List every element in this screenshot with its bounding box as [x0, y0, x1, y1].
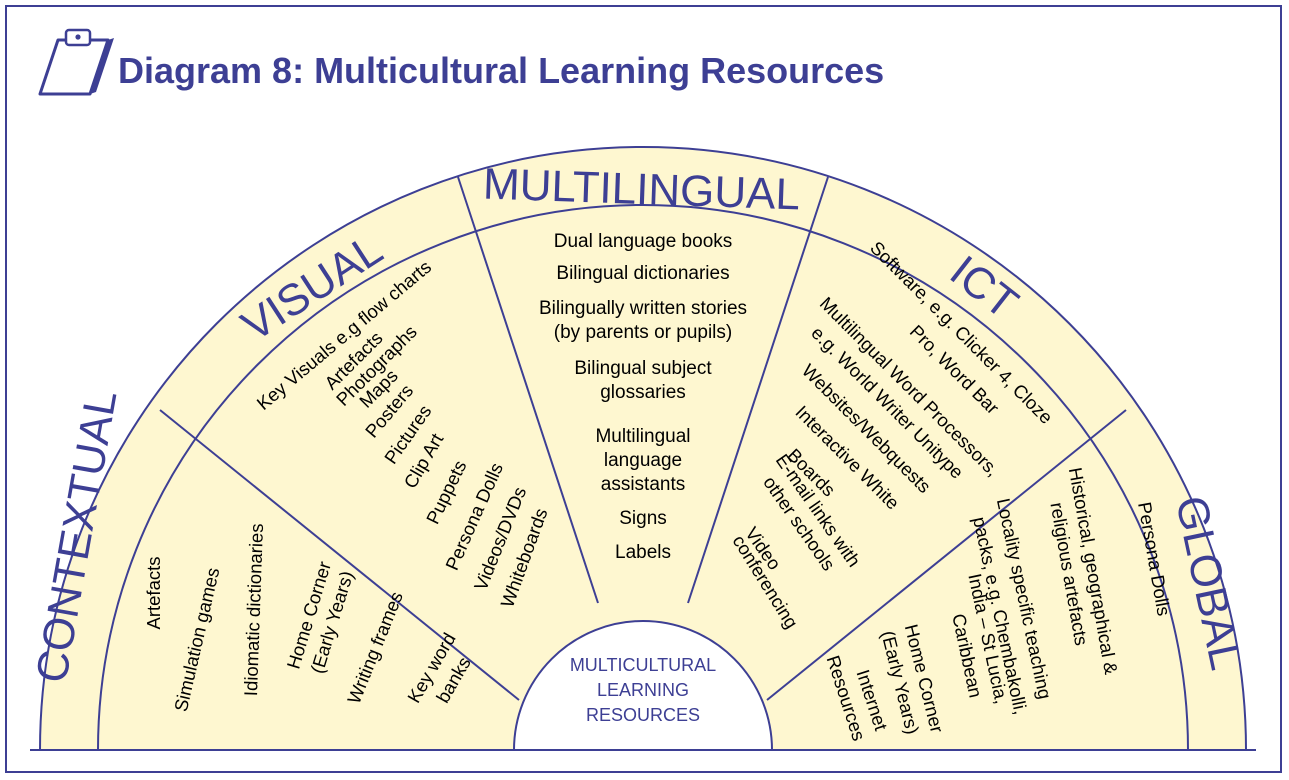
- center-label-line-1: MULTICULTURAL: [570, 655, 716, 675]
- multilingual-item-bilingual-subject: Bilingual subject: [574, 358, 712, 379]
- multilingual-item-by-parents-or-pupils: (by parents or pupils): [554, 322, 732, 343]
- page-title: Diagram 8: Multicultural Learning Resour…: [118, 50, 885, 91]
- multilingual-item-bilingual-dictionaries: Bilingual dictionaries: [556, 263, 729, 284]
- multilingual-item-labels: Labels: [615, 542, 671, 563]
- multilingual-item-language: language: [604, 450, 682, 471]
- multilingual-item-dual-language-books: Dual language books: [554, 231, 733, 252]
- outer-semicircle: [38, 146, 1248, 751]
- multilingual-item-signs: Signs: [619, 508, 667, 529]
- sector-label-multilingual: MULTILINGUAL: [482, 159, 801, 219]
- divider-ict-global: [766, 409, 1127, 701]
- clipboard-pencil-icon: [28, 28, 116, 105]
- multilingual-item-glossaries: glossaries: [600, 382, 686, 403]
- divider-contextual-visual: [159, 409, 520, 701]
- multilingual-item-bilingually-written-stories: Bilingually written stories: [539, 298, 747, 319]
- divider-visual-multilingual: [457, 176, 599, 604]
- center-label-line-3: RESOURCES: [586, 705, 700, 725]
- center-semicircle: [512, 620, 774, 751]
- multilingual-item-assistants: assistants: [601, 474, 685, 495]
- label-ring-inner-arc: [97, 204, 1189, 751]
- divider-multilingual-ict: [687, 176, 829, 604]
- multilingual-item-multilingual: Multilingual: [595, 426, 690, 447]
- center-label-line-2: LEARNING: [597, 680, 689, 700]
- contextual-item-artefacts: Artefacts: [143, 557, 164, 630]
